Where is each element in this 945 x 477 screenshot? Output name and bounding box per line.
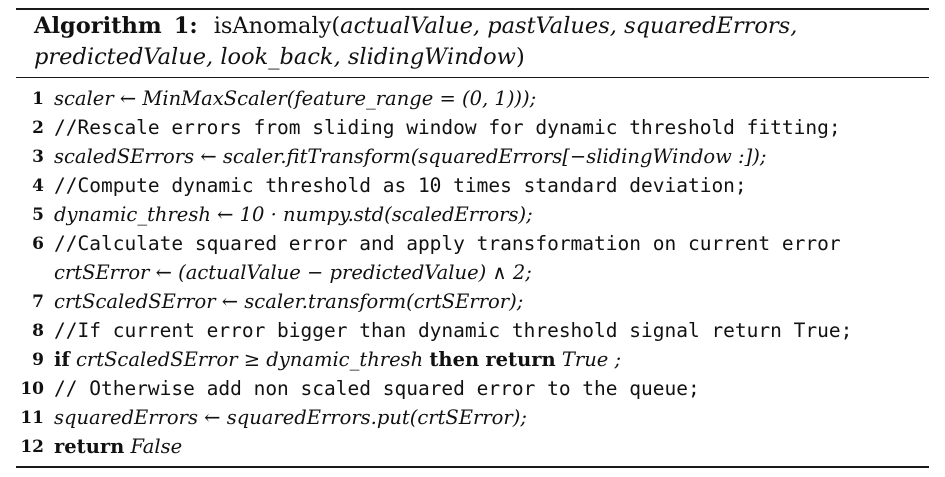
- line-text: scaler ← MinMaxScaler(feature_range = (0…: [54, 87, 537, 110]
- line-number: 6: [32, 234, 44, 254]
- line-comment: //Calculate squared error and apply tran…: [54, 232, 841, 255]
- line-number: 3: [32, 147, 44, 167]
- line-text: squaredErrors ← squaredErrors.put(crtSEr…: [54, 406, 527, 429]
- line-number: 9: [32, 350, 44, 370]
- line-number: 2: [32, 118, 44, 138]
- line-number: 5: [32, 205, 44, 225]
- algorithm-header-line-2: predictedValue, look_back, slidingWindow…: [34, 42, 924, 73]
- line-text: crtScaledSError ← scaler.transform(crtSE…: [54, 290, 524, 313]
- line-text: scaledSErrors ← scaler.fitTransform(squa…: [54, 145, 767, 168]
- line-comment: //If current error bigger than dynamic t…: [54, 319, 853, 342]
- line-text: crtSError ← (actualValue − predictedValu…: [54, 261, 532, 284]
- top-rule: [16, 8, 929, 10]
- function-params-1: actualValue, pastValues, squaredErrors,: [340, 13, 798, 39]
- algorithm-header: Algorithm 1: isAnomaly(actualValue, pastVa…: [34, 11, 924, 73]
- line-number: 4: [32, 176, 44, 196]
- line-text: return False: [54, 435, 183, 458]
- line-comment: // Otherwise add non scaled squared erro…: [54, 377, 700, 400]
- algorithm-header-line-1: Algorithm 1: isAnomaly(actualValue, pastVa…: [34, 11, 924, 42]
- line-comment: //Compute dynamic threshold as 10 times …: [54, 174, 747, 197]
- algorithm-label: Algorithm: [34, 13, 162, 39]
- line-number: 7: [32, 292, 44, 312]
- function-name: isAnomaly(: [213, 13, 341, 39]
- bottom-rule: [16, 466, 929, 468]
- header-rule: [16, 77, 929, 78]
- line-text: if crtScaledSError ≥ dynamic_thresh then…: [54, 348, 622, 371]
- algorithm-number: 1:: [173, 13, 198, 39]
- line-number: 10: [20, 379, 44, 399]
- line-number: 12: [20, 437, 44, 457]
- line-comment: //Rescale errors from sliding window for…: [54, 116, 841, 139]
- line-text: dynamic_thresh ← 10 · numpy.std(scaledEr…: [54, 203, 533, 226]
- line-number: 8: [32, 321, 44, 341]
- function-params-2: predictedValue, look_back, slidingWindow: [34, 44, 516, 70]
- line-number: 11: [20, 408, 44, 428]
- function-close-paren: ): [515, 44, 525, 70]
- line-number: 1: [32, 89, 44, 109]
